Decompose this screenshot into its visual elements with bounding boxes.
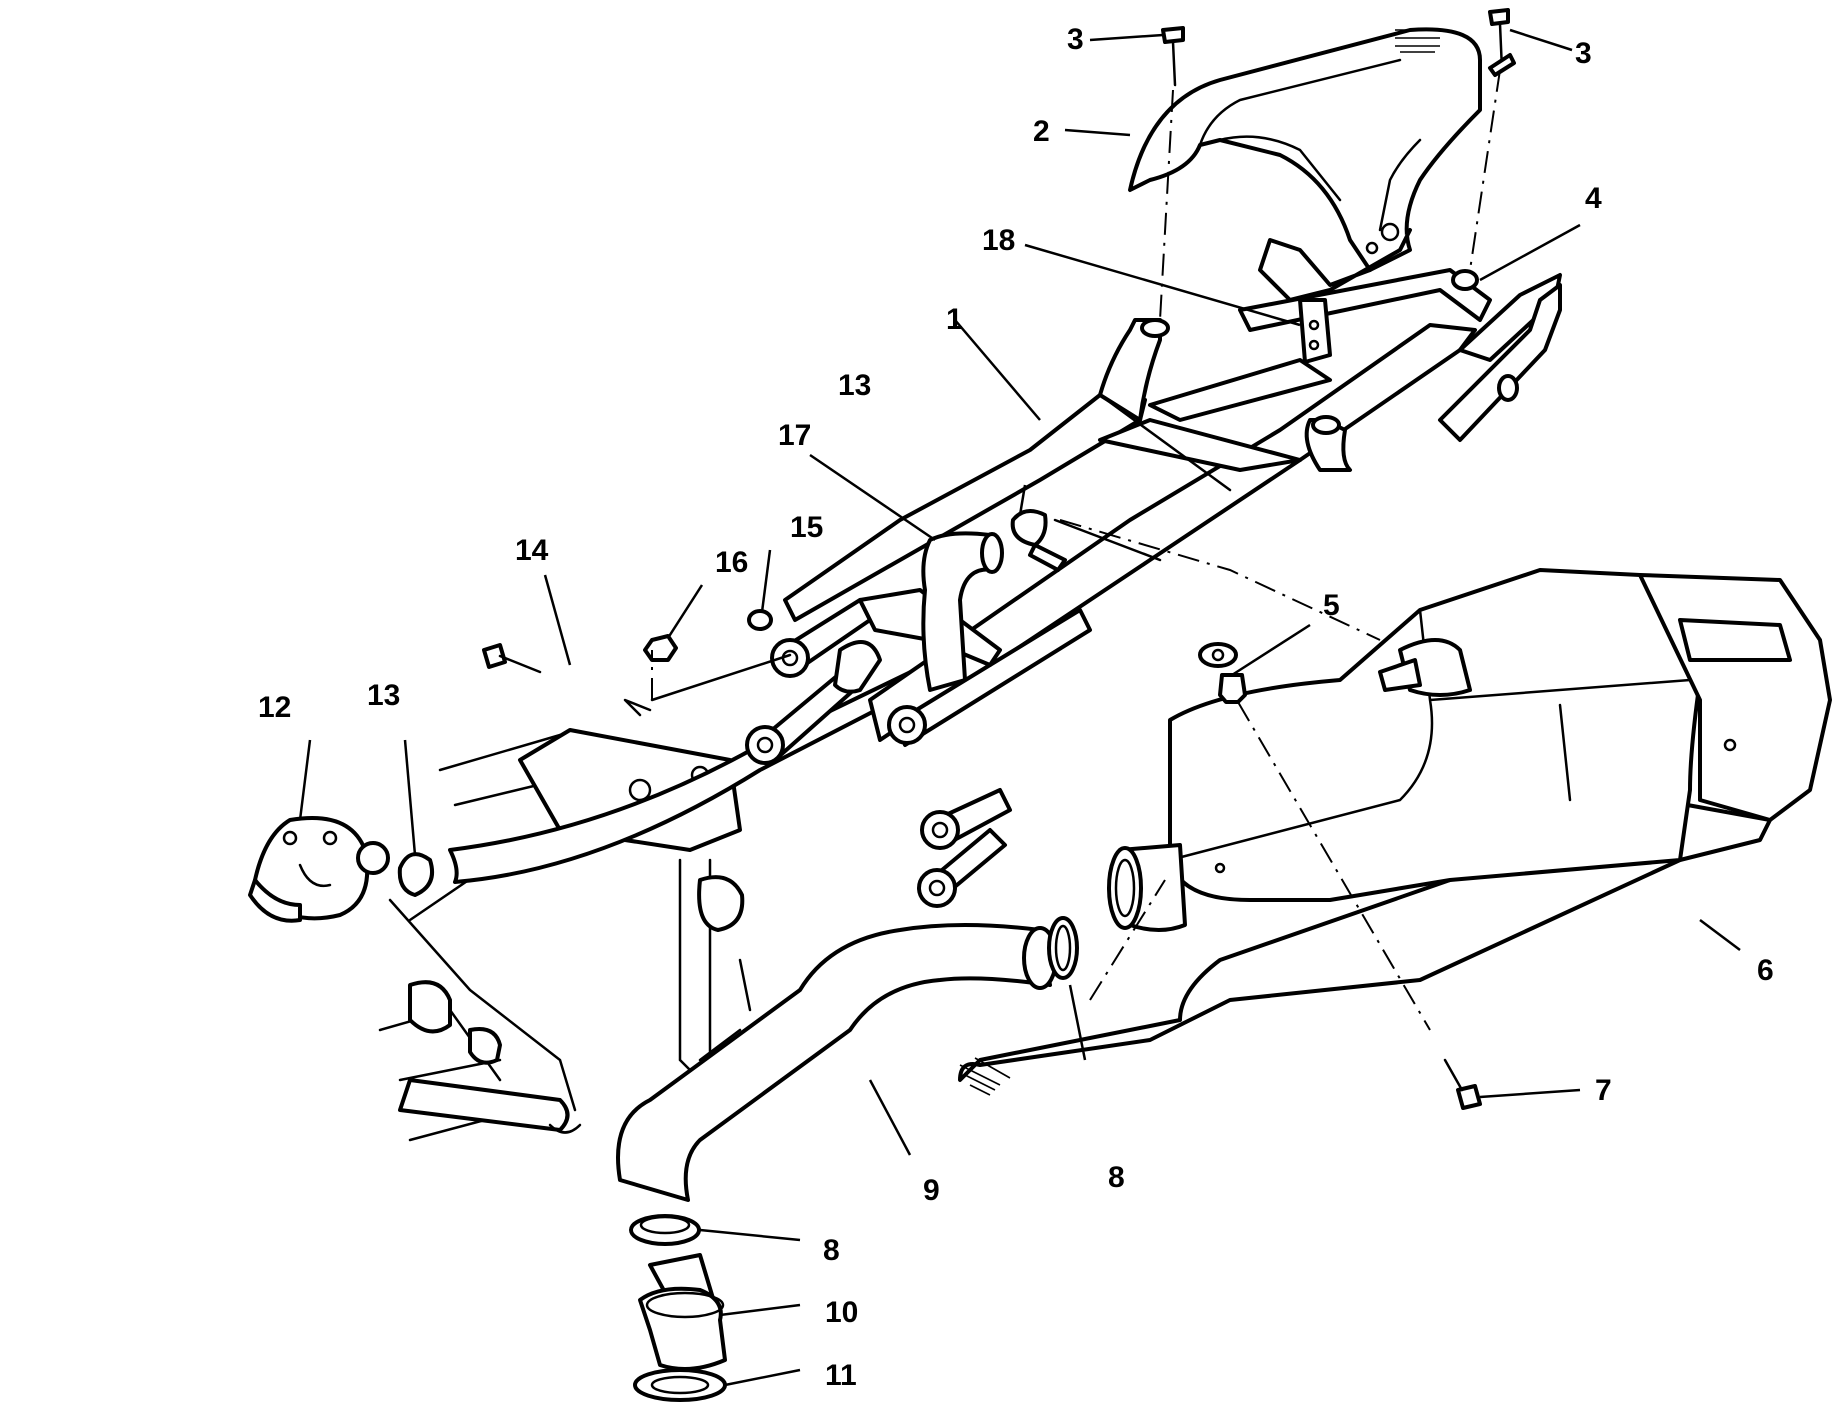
- assembly-lines: [623, 69, 1501, 1031]
- callout-3-right: 3: [1575, 37, 1592, 70]
- bracket: [1298, 298, 1332, 364]
- callout-8-left: 8: [823, 1234, 840, 1267]
- callout-14: 14: [515, 534, 549, 567]
- callout-1: 1: [946, 303, 963, 336]
- callout-6: 6: [1757, 954, 1774, 987]
- callout-7: 7: [1595, 1074, 1612, 1107]
- rear-subframe: [448, 268, 1562, 908]
- callout-5: 5: [1323, 589, 1340, 622]
- main-frame: [378, 728, 752, 1142]
- rear-grab-handle: [1128, 27, 1482, 302]
- callout-15: 15: [790, 511, 823, 544]
- hose-pipe: [921, 531, 1004, 692]
- airbox: [1107, 568, 1832, 932]
- callout-labels: 1 2 3 3 4 5 6 7 8 8 9 10 11 12 13 13 14 …: [258, 23, 1774, 1392]
- callout-13-right: 13: [838, 369, 871, 402]
- callout-11: 11: [825, 1359, 857, 1392]
- callout-12: 12: [258, 691, 291, 724]
- hardware: [397, 8, 1516, 1402]
- callout-13-left: 13: [367, 679, 400, 712]
- callout-3-left: 3: [1067, 23, 1084, 56]
- callout-16: 16: [715, 546, 748, 579]
- callout-9: 9: [923, 1174, 940, 1207]
- callout-2: 2: [1033, 115, 1050, 148]
- callout-18: 18: [982, 224, 1015, 257]
- callout-10: 10: [825, 1296, 858, 1329]
- callout-4: 4: [1585, 182, 1602, 215]
- cap: [248, 816, 390, 923]
- leader-lines: [298, 28, 1741, 1387]
- callout-8-right: 8: [1108, 1161, 1125, 1194]
- callout-17: 17: [778, 419, 811, 452]
